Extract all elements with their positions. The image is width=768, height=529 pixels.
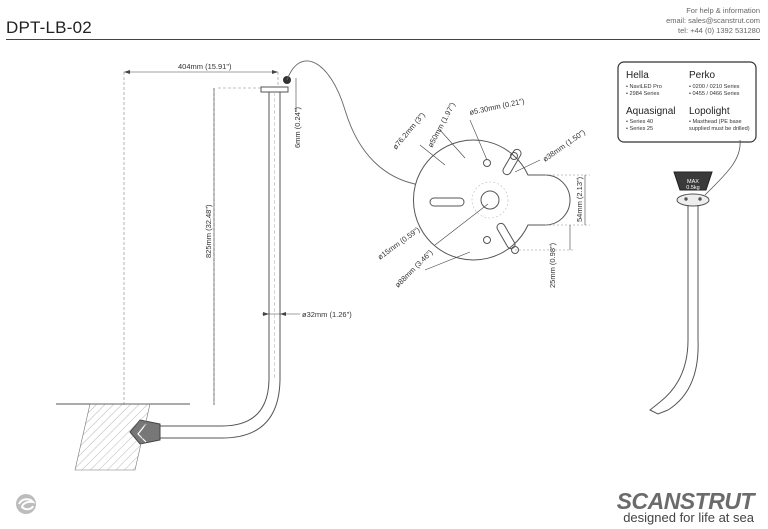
brand-tagline: designed for life at sea [623, 510, 754, 525]
lamp-item: supplied must be drilled) [689, 126, 750, 132]
lamp-item: • Series 25 [626, 126, 653, 132]
help-line: For help & information [686, 6, 760, 15]
d50-dimension: ø50mm (1.97") [426, 100, 458, 149]
mount-side-view [56, 60, 421, 471]
lamp-brand-lopolight: Lopolight [689, 106, 730, 117]
d15-dimension: ø15mm (0.59") [376, 225, 422, 262]
lamp-compatibility-panel: Hella • NaviLED Pro • 2984 Series Perko … [617, 61, 757, 143]
h54-dimension: 54mm (2.13") [575, 176, 584, 222]
d76-dimension: ø76.2mm (3") [391, 110, 428, 151]
width-dimension: 404mm (15.91") [178, 62, 232, 71]
page-title: DPT-LB-02 [6, 18, 92, 37]
lamp-item: • Masthead (PE base [689, 119, 742, 125]
lamp-item: • 0200 / 0210 Series [689, 84, 740, 90]
weight-value: 0.5kg [686, 185, 699, 191]
tube-diameter-dimension: ø32mm (1.26") [302, 310, 352, 319]
header-divider [6, 39, 760, 40]
plate-thickness-dimension: 6mm (0.24") [293, 106, 302, 148]
lamp-brand-aquasignal: Aquasignal [626, 106, 675, 117]
lamp-item: • 0455 / 0466 Series [689, 91, 740, 97]
contact-info: For help & information email: sales@scan… [666, 6, 760, 36]
lamp-brand-perko: Perko [689, 70, 716, 81]
lamp-brand-hella: Hella [626, 70, 649, 81]
contact-email[interactable]: email: sales@scanstrut.com [666, 16, 760, 25]
mount-perspective-view [649, 139, 741, 415]
h25-dimension: 25mm (0.98") [548, 242, 557, 288]
d5-dimension: ø5.30mm (0.21") [469, 96, 526, 117]
height-dimension: 825mm (32.48") [204, 204, 213, 258]
contact-phone: tel: +44 (0) 1392 531280 [678, 26, 760, 35]
brand-logo: SCANSTRUT [616, 488, 755, 514]
lamp-item: • Series 40 [626, 119, 653, 125]
lamp-item: • 2984 Series [626, 91, 660, 97]
scanstrut-swirl-icon [16, 494, 36, 514]
weight-max-label: MAX [687, 179, 699, 185]
d38-dimension: ø38mm (1.50") [541, 127, 587, 163]
lamp-item: • NaviLED Pro [626, 84, 662, 90]
plate-detail [413, 119, 590, 271]
